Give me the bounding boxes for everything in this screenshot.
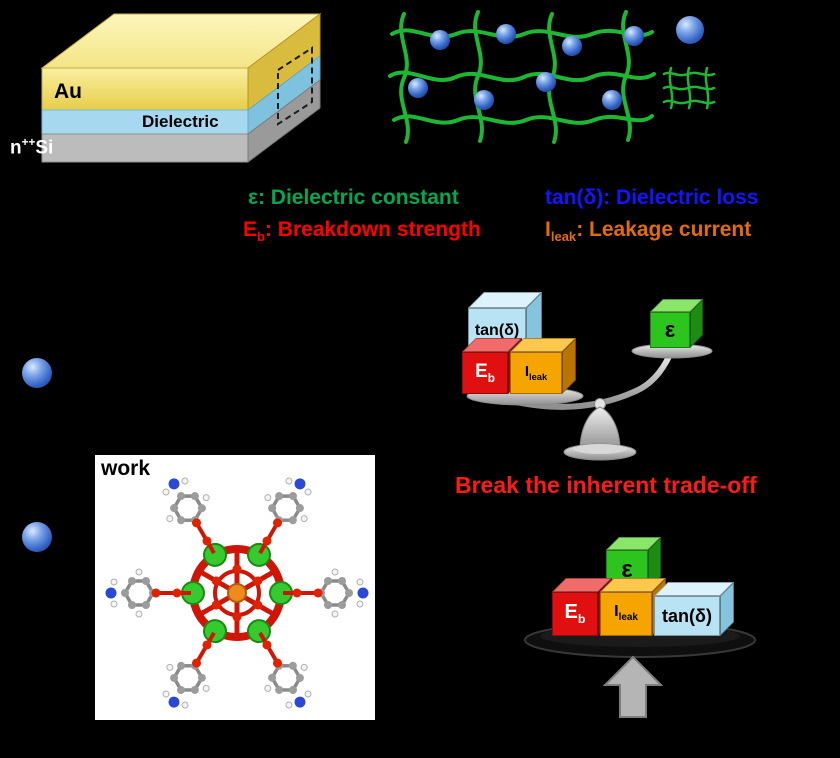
electrode-label: Au bbox=[54, 80, 82, 103]
filler-sphere bbox=[624, 26, 644, 46]
filler-sphere-icon bbox=[676, 16, 704, 44]
zoom-region-outline bbox=[277, 46, 313, 126]
cube-epsilon: ε bbox=[650, 299, 703, 348]
cube-epsilon-label: ε bbox=[664, 317, 676, 342]
molecule-caption: work bbox=[101, 457, 151, 480]
substrate-side-face bbox=[247, 79, 321, 163]
cube-tan-delta-label: tan(δ) bbox=[474, 322, 520, 339]
substrate-front-face bbox=[41, 133, 249, 163]
cube-tan-delta-bottom: tan(δ) bbox=[654, 582, 734, 636]
filler-spheres bbox=[408, 24, 644, 110]
filler-sphere bbox=[562, 36, 582, 56]
mini-network-icon bbox=[662, 66, 716, 110]
balance-pedestal bbox=[579, 406, 621, 452]
filler-sphere bbox=[474, 90, 494, 110]
cube-breakdown-label: Eb bbox=[475, 360, 495, 385]
filler-sphere bbox=[602, 90, 622, 110]
cube-breakdown: Eb bbox=[462, 338, 522, 394]
central-metal-atom bbox=[227, 583, 247, 603]
molecule-panel: work bbox=[95, 455, 375, 720]
up-arrow-icon bbox=[602, 655, 664, 718]
cube-leakage-bottom-label: Ileak bbox=[614, 603, 638, 624]
cube-breakdown-bottom: Eb bbox=[552, 578, 612, 636]
mim-capacitor-schematic bbox=[40, 13, 322, 163]
cube-leakage-label: Ileak bbox=[524, 362, 548, 382]
cube-epsilon-bottom-label: ε bbox=[621, 556, 633, 583]
filler-sphere bbox=[496, 24, 516, 44]
bullet-sphere bbox=[22, 358, 52, 388]
mof-molecule-structure bbox=[103, 465, 371, 720]
cube-tan-delta-bottom-label: tan(δ) bbox=[662, 606, 712, 626]
polymer-network-graphic bbox=[388, 10, 656, 144]
substrate-label: n++Si bbox=[10, 136, 54, 159]
dielectric-label: Dielectric bbox=[142, 112, 219, 131]
filler-sphere bbox=[536, 72, 556, 92]
cube-leakage: Ileak bbox=[510, 338, 576, 394]
tradeoff-caption: Break the inherent trade-off bbox=[455, 472, 757, 498]
filler-sphere bbox=[408, 78, 428, 98]
legend-breakdown: Eb: Breakdown strength bbox=[243, 218, 481, 245]
filler-sphere bbox=[430, 30, 450, 50]
legend-leakage: Ileak: Leakage current bbox=[545, 218, 752, 245]
crosslinked-network bbox=[388, 10, 656, 144]
cube-breakdown-bottom-label: Eb bbox=[564, 601, 586, 627]
bullet-sphere bbox=[22, 522, 52, 552]
legend-epsilon: ε: Dielectric constant bbox=[248, 186, 459, 209]
cube-leakage-bottom: Ileak bbox=[600, 578, 666, 636]
legend-tan-delta: tan(δ): Dielectric loss bbox=[545, 186, 759, 209]
